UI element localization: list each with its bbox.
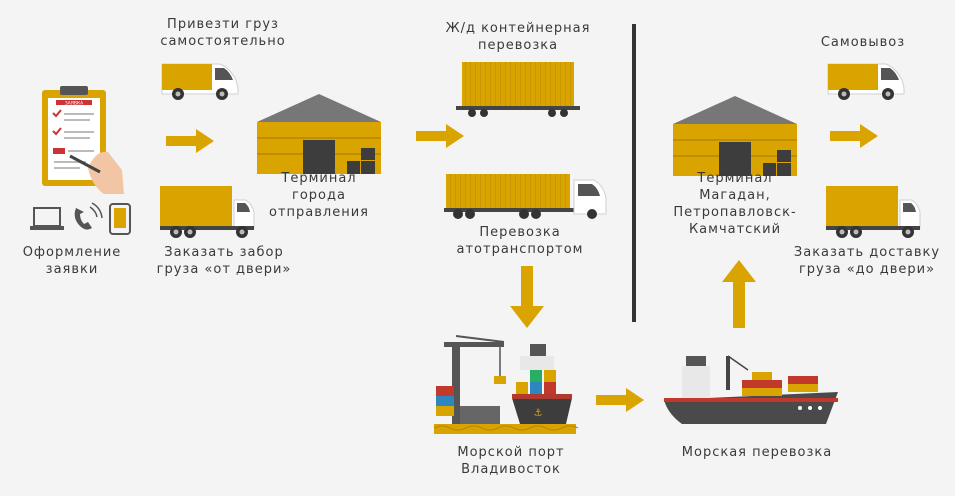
warehouse-icon bbox=[256, 93, 382, 175]
rail-container-icon bbox=[456, 62, 580, 117]
phone-icon bbox=[74, 202, 103, 230]
arrow-up-icon bbox=[722, 260, 756, 328]
svg-text:⚓: ⚓ bbox=[534, 408, 543, 419]
sea-port-icon: ⚓ bbox=[433, 335, 579, 434]
warehouse-icon bbox=[672, 95, 798, 177]
form-header: ЗАЯВКА bbox=[65, 101, 84, 107]
hand-with-pen-icon bbox=[69, 151, 124, 194]
truck-icon bbox=[825, 185, 921, 239]
container-truck-icon bbox=[444, 174, 607, 219]
van-icon bbox=[827, 63, 905, 101]
divider bbox=[632, 24, 636, 322]
label-self-pickup: Самовывоз bbox=[820, 35, 906, 50]
laptop-icon bbox=[30, 207, 64, 230]
label-sea-transport: Морская перевозка bbox=[681, 445, 833, 460]
arrow-right-icon bbox=[416, 124, 464, 148]
arrow-down-icon bbox=[510, 266, 544, 328]
cargo-ship-icon bbox=[664, 355, 838, 424]
arrow-right-icon bbox=[166, 129, 214, 153]
van-icon bbox=[161, 63, 239, 101]
arrow-right-icon bbox=[596, 388, 644, 412]
arrow-right-icon bbox=[830, 124, 878, 148]
truck-icon bbox=[159, 185, 255, 239]
tablet-icon bbox=[109, 203, 131, 235]
